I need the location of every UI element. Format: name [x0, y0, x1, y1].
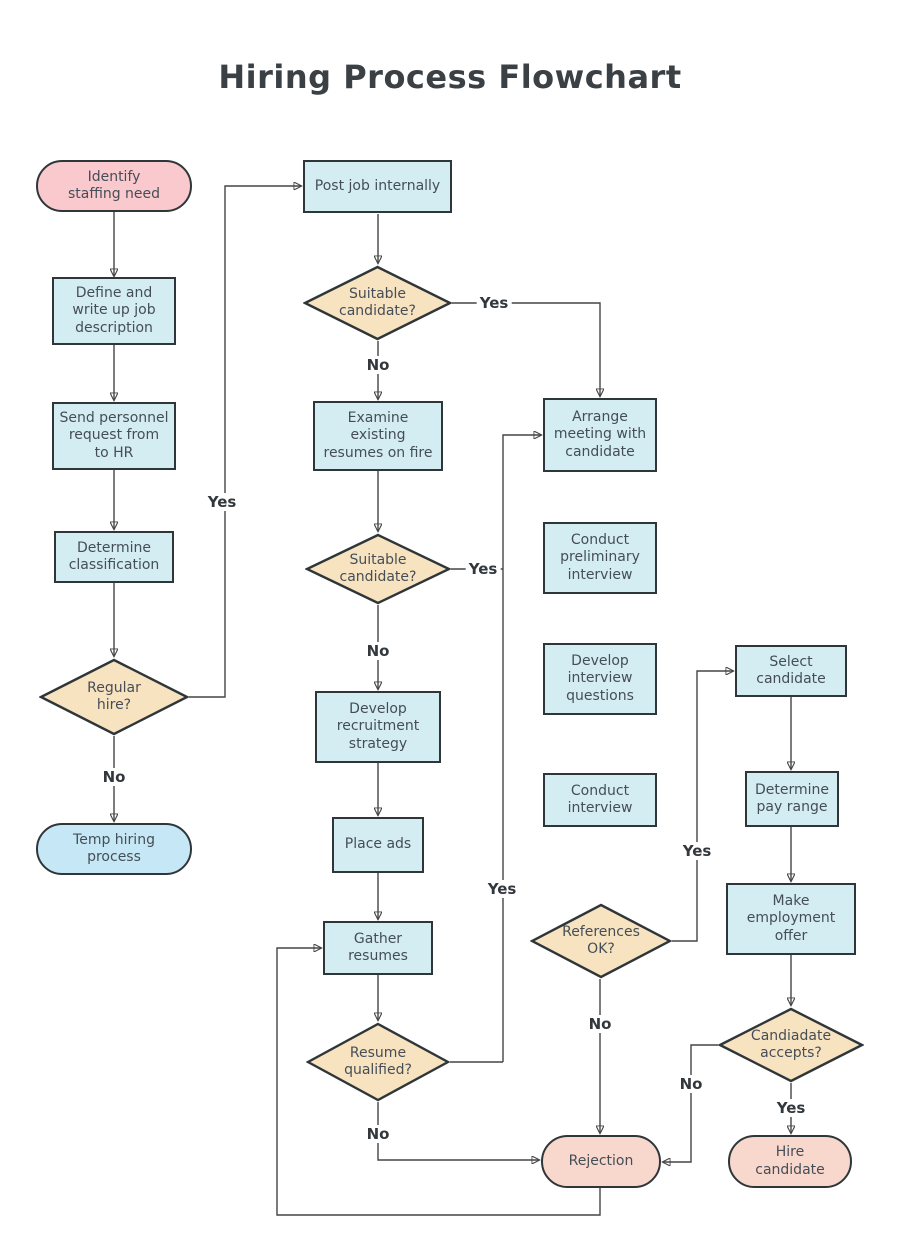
edge-label-suitable2-yes: Yes [465, 560, 501, 578]
edge-label-references-yes: Yes [679, 842, 715, 860]
node-suitable-candidate-1-decision: Suitable candidate? [303, 265, 452, 341]
node-develop-interview-questions: Develop interview questions [543, 643, 657, 715]
edge-label-references-no: No [585, 1015, 615, 1033]
node-send-personnel-request: Send personnel request from to HR [52, 402, 176, 470]
node-candidate-accepts-decision: Candiadate accepts? [718, 1007, 864, 1083]
edge-label-resume-no: No [363, 1125, 393, 1143]
node-develop-recruitment-strategy: Develop recruitment strategy [315, 691, 441, 763]
diamond-shape [303, 265, 452, 341]
diamond-shape [306, 1022, 450, 1102]
node-rejection: Rejection [541, 1135, 661, 1188]
edge-label-suitable1-no: No [363, 356, 393, 374]
node-resume-qualified-decision: Resume qualified? [306, 1022, 450, 1102]
edge-label-regular-hire-yes: Yes [204, 493, 240, 511]
diamond-shape [718, 1007, 864, 1083]
node-conduct-interview: Conduct interview [543, 773, 657, 827]
node-temp-hiring-process: Temp hiring process [36, 823, 192, 875]
chart-title: Hiring Process Flowchart [218, 58, 682, 96]
edge-label-resume-yes: Yes [484, 880, 520, 898]
node-identify-staffing-need: Identify staffing need [36, 160, 192, 212]
node-hire-candidate: Hire candidate [728, 1135, 852, 1188]
node-examine-existing-resumes: Examine existing resumes on fire [313, 401, 443, 471]
diamond-shape [305, 533, 451, 605]
edge-label-suitable2-no: No [363, 642, 393, 660]
edge-label-regular-hire-no: No [99, 768, 129, 786]
node-conduct-preliminary-interview: Conduct preliminary interview [543, 522, 657, 594]
node-suitable-candidate-2-decision: Suitable candidate? [305, 533, 451, 605]
diamond-shape [39, 658, 189, 736]
node-arrange-meeting: Arrange meeting with candidate [543, 398, 657, 472]
node-determine-pay-range: Determine pay range [745, 771, 839, 827]
node-define-job-description: Define and write up job description [52, 277, 176, 345]
node-references-ok-decision: References OK? [530, 903, 672, 979]
node-post-job-internally: Post job internally [303, 160, 452, 213]
node-make-employment-offer: Make employment offer [726, 883, 856, 955]
edge-label-suitable1-yes: Yes [476, 294, 512, 312]
node-gather-resumes: Gather resumes [323, 921, 433, 975]
node-place-ads: Place ads [332, 817, 424, 873]
node-determine-classification: Determine classification [54, 531, 174, 583]
node-regular-hire-decision: Regular hire? [39, 658, 189, 736]
edge-label-accepts-no: No [676, 1075, 706, 1093]
node-select-candidate: Select candidate [735, 645, 847, 697]
edge-label-accepts-yes: Yes [773, 1099, 809, 1117]
diamond-shape [530, 903, 672, 979]
